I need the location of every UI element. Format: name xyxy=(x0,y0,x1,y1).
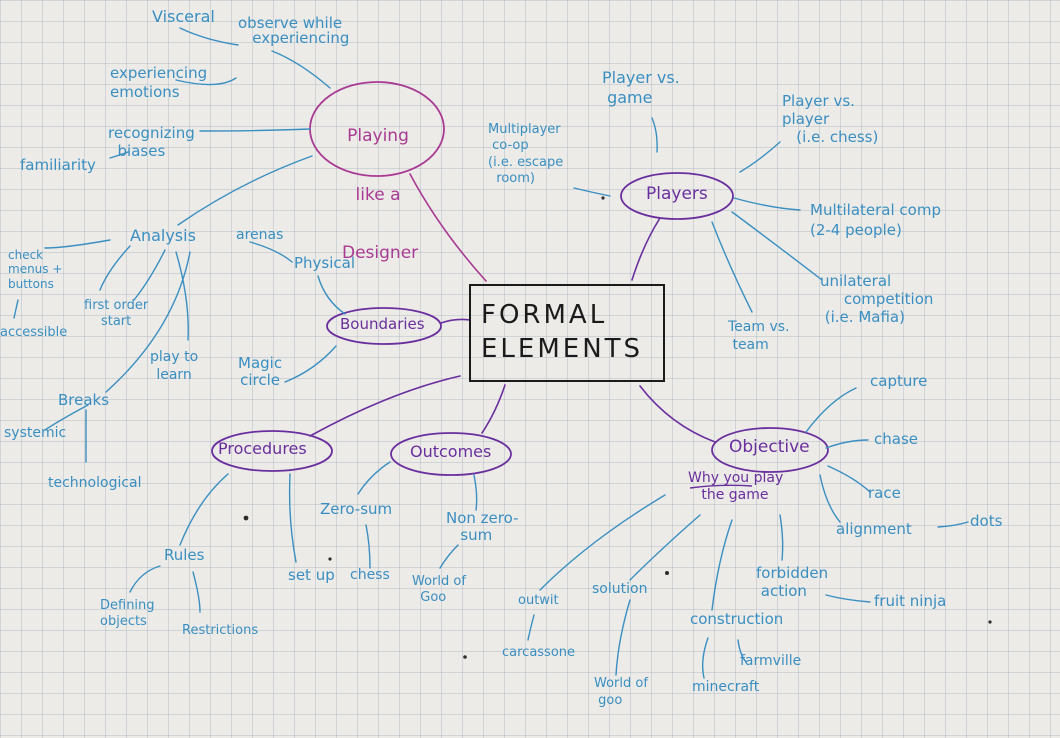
spoke-outcomes xyxy=(481,384,506,434)
label-alignment-example: dots xyxy=(970,512,1003,530)
label-familiarity: familiarity xyxy=(20,156,96,174)
spoke-boundaries xyxy=(440,318,471,324)
label-restrictions: Restrictions xyxy=(182,623,259,638)
central-title-line2: ELEMENTS xyxy=(481,334,644,364)
label-player-vs-player: Player vs. player (i.e. chess) xyxy=(782,92,879,146)
label-analysis: Analysis xyxy=(130,226,196,245)
label-non-zero-sum: Non zero- sum xyxy=(446,509,519,545)
label-accessible: accessible xyxy=(0,325,68,340)
spoke-objective xyxy=(639,385,716,443)
label-observe-while-experiencing: observe while experiencing xyxy=(238,14,350,47)
label-play-to-learn: play to learn xyxy=(150,349,199,384)
spoke-players xyxy=(631,217,661,281)
ink-dot xyxy=(463,655,467,659)
label-multiplayer-coop: Multiplayer co-op (i.e. escape room) xyxy=(488,122,564,186)
hub-playing-line1: Playing xyxy=(347,126,409,147)
hub-objective-outline xyxy=(711,427,829,473)
ink-dot xyxy=(988,620,992,624)
hub-playing-line3: Designer xyxy=(342,243,419,264)
hub-players-outline xyxy=(620,172,734,220)
label-breaks: Breaks xyxy=(58,391,110,409)
hub-playing-like-a-designer: Playing like a Designer xyxy=(342,88,419,283)
label-why-you-play: Why you play the game xyxy=(688,470,784,503)
hub-boundaries-outline xyxy=(326,307,442,345)
label-outwit: outwit xyxy=(518,593,559,608)
hub-procedures-outline xyxy=(211,430,333,472)
label-set-up-example: chess xyxy=(350,567,390,583)
label-farmville: farmville xyxy=(740,653,802,669)
hub-boundaries: Boundaries xyxy=(340,315,425,333)
label-world-of-goo-objective: World of goo xyxy=(594,676,648,708)
hub-playing-line2: like a xyxy=(355,184,401,205)
label-minecraft: minecraft xyxy=(692,679,760,695)
label-zero-sum: Zero-sum xyxy=(320,500,393,518)
label-first-order-start: first order start xyxy=(84,298,149,329)
spoke-playing xyxy=(409,173,487,282)
label-fruit-ninja: fruit ninja xyxy=(874,592,947,610)
label-carcassone: carcassone xyxy=(502,645,576,660)
label-recognizing-biases: recognizing biases xyxy=(108,124,195,160)
label-technological: technological xyxy=(48,475,142,491)
ink-dot xyxy=(665,571,669,575)
hub-objective: Objective xyxy=(729,437,810,457)
central-title-line1: FORMAL xyxy=(481,300,608,331)
label-alignment: alignment xyxy=(836,520,912,538)
label-unilateral-competition: unilateral competition (i.e. Mafia) xyxy=(820,272,934,326)
label-solution: solution xyxy=(592,581,648,597)
label-player-vs-game: Player vs. game xyxy=(602,68,680,107)
ink-dot xyxy=(328,557,332,561)
label-world-of-goo-outcome: World of Goo xyxy=(412,574,466,606)
label-team-vs-team: Team vs. team xyxy=(728,319,790,354)
label-forbidden-action: forbidden action xyxy=(756,564,829,600)
hub-outcomes-outline xyxy=(390,432,512,476)
label-defining-objects: Defining objects xyxy=(100,598,155,630)
label-multilateral-comp: Multilateral comp (2-4 people) xyxy=(810,201,941,240)
spoke-procedures xyxy=(309,375,461,437)
label-experiencing-emotions: experiencing emotions xyxy=(110,64,208,101)
central-node-formal-elements: FORMAL ELEMENTS xyxy=(469,284,665,382)
hub-players: Players xyxy=(646,184,708,204)
label-physical: Physical xyxy=(294,254,356,272)
label-construction: construction xyxy=(690,610,784,628)
label-chase: chase xyxy=(874,430,918,448)
label-set-up: set up xyxy=(288,566,335,584)
label-rules: Rules xyxy=(164,546,205,564)
label-arenas: arenas xyxy=(236,227,284,243)
label-capture: capture xyxy=(870,372,928,390)
label-race: race xyxy=(868,484,901,502)
hub-procedures: Procedures xyxy=(218,439,307,458)
label-systemic: systemic xyxy=(4,425,67,441)
ink-dot xyxy=(601,196,605,200)
hub-outcomes: Outcomes xyxy=(410,442,492,461)
ink-dot xyxy=(243,515,249,521)
label-check-menus-buttons: check menus + buttons xyxy=(8,248,63,291)
label-visceral: Visceral xyxy=(152,7,215,26)
why-underline xyxy=(689,484,753,489)
label-magic-circle: Magic circle xyxy=(238,354,283,390)
